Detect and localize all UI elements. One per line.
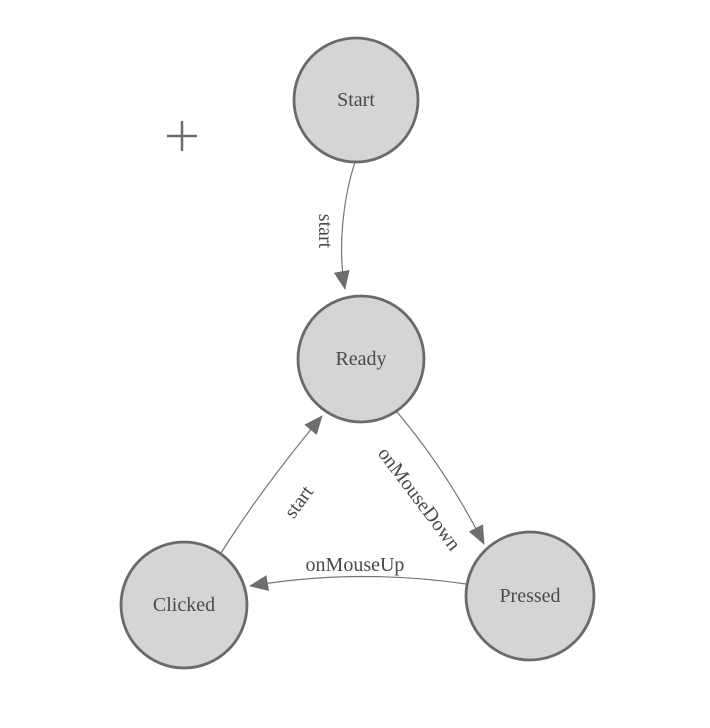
node-pressed[interactable]: Pressed (464, 530, 596, 662)
node-label-clicked: Clicked (153, 594, 215, 616)
edge-label-clicked-to-ready[interactable]: start (280, 481, 318, 522)
edge-label-pressed-to-clicked[interactable]: onMouseUp (306, 554, 405, 576)
node-circle-start[interactable] (292, 36, 420, 164)
node-label-start: Start (337, 89, 375, 111)
edge-label-ready-to-pressed[interactable]: onMouseDown (373, 443, 465, 555)
crosshair-cursor-icon (167, 121, 197, 151)
node-circle-pressed[interactable] (464, 530, 596, 662)
node-ready[interactable]: Ready (296, 294, 426, 424)
node-label-pressed: Pressed (499, 585, 560, 607)
edge-clicked-to-ready[interactable] (220, 415, 323, 554)
edge-ready-to-pressed[interactable] (396, 411, 485, 545)
node-circle-ready[interactable] (296, 294, 426, 424)
node-start[interactable]: Start (292, 36, 420, 164)
edge-pressed-to-clicked[interactable] (249, 575, 467, 591)
node-clicked[interactable]: Clicked (119, 540, 249, 670)
node-circle-clicked[interactable] (119, 540, 249, 670)
edge-label-start-to-ready[interactable]: start (314, 214, 336, 249)
edge-start-to-ready[interactable] (333, 161, 356, 290)
node-label-ready: Ready (335, 348, 386, 370)
